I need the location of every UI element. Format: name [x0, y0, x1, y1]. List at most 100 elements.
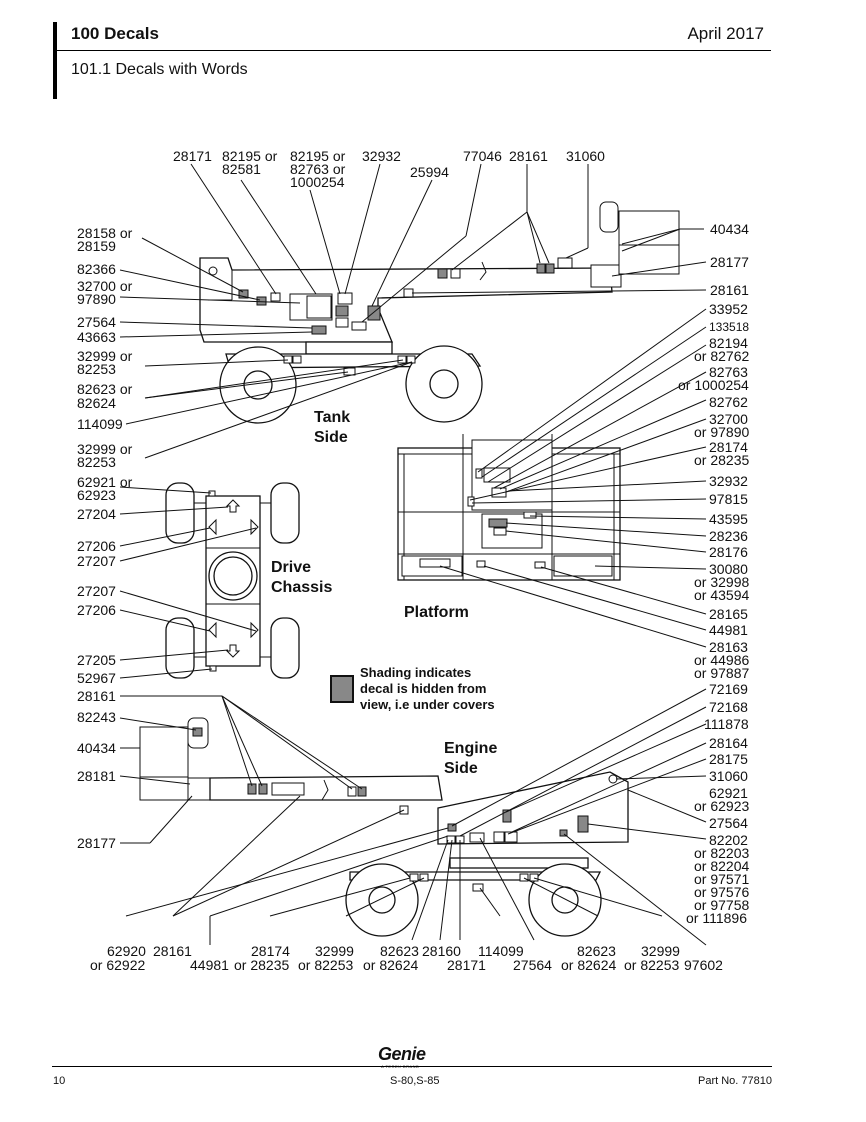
label: 32700: [709, 411, 748, 427]
label: or 82253: [624, 957, 679, 973]
label: 82623 or: [77, 381, 133, 397]
label: 44981: [190, 957, 229, 973]
label: or 82762: [694, 348, 749, 364]
label: 82624: [77, 395, 116, 411]
label: or 97758: [694, 897, 749, 913]
tank-side-title-2: Side: [314, 429, 348, 446]
drive-chassis-title-2: Chassis: [271, 579, 332, 596]
label: or 28235: [694, 452, 749, 468]
label: 82202: [709, 832, 748, 848]
label: 28161: [710, 282, 749, 298]
note-line-2: decal is hidden from: [360, 681, 486, 696]
label: or 82204: [694, 858, 749, 874]
label: 28161: [77, 688, 116, 704]
label: 62923: [77, 487, 116, 503]
label: 32700 or: [77, 278, 133, 294]
header-bar: [53, 22, 57, 99]
label: 28236: [709, 528, 748, 544]
label: 62921 or: [77, 474, 133, 490]
label: 28171: [173, 148, 212, 164]
label: 82194: [709, 335, 748, 351]
header-rule: [57, 50, 771, 51]
label: or 44986: [694, 652, 749, 668]
label: 30080: [709, 561, 748, 577]
label: 31060: [566, 148, 605, 164]
label: 28174: [709, 439, 748, 455]
label: 28174: [251, 943, 290, 959]
label: or 62923: [694, 798, 749, 814]
label: 28159: [77, 238, 116, 254]
label: 27204: [77, 506, 116, 522]
label: 28165: [709, 606, 748, 622]
label: 28171: [447, 957, 486, 973]
subsection-title: 101.1 Decals with Words: [71, 61, 248, 78]
platform-leaders: [439, 308, 707, 648]
engine-bottom-labels: 62920 or 62922 28161 44981 28174 or 2823…: [90, 943, 723, 973]
label: 43663: [77, 329, 116, 345]
label: 43595: [709, 511, 748, 527]
label: 31060: [709, 768, 748, 784]
label: 133518: [709, 320, 749, 334]
label: 1000254: [290, 174, 345, 190]
label: or 1000254: [678, 377, 749, 393]
tank-right-labels: 40434 28177 28161: [710, 221, 749, 298]
label: 32999 or: [77, 348, 133, 364]
label: 77046: [463, 148, 502, 164]
label: 27564: [77, 314, 116, 330]
label: 82762: [709, 394, 748, 410]
issue-date: April 2017: [687, 24, 764, 43]
label: 28161: [509, 148, 548, 164]
label: 28158 or: [77, 225, 133, 241]
label: 44981: [709, 622, 748, 638]
label: 32999 or: [77, 441, 133, 457]
label: 40434: [710, 221, 749, 237]
engine-left-labels: 28161 82243 40434 28181 28177: [77, 688, 116, 851]
label: 82763 or: [290, 161, 346, 177]
tank-leaders: [119, 163, 707, 459]
platform: [397, 434, 621, 581]
shading-swatch: [330, 675, 354, 703]
label: 82195 or: [222, 148, 278, 164]
label: 28175: [709, 751, 748, 767]
label: 82763: [709, 364, 748, 380]
section-title: 100 Decals: [71, 24, 159, 43]
label: or 32998: [694, 574, 749, 590]
label: 33952: [709, 301, 748, 317]
label: 27207: [77, 583, 116, 599]
label: 27206: [77, 538, 116, 554]
drive-chassis-title: Drive: [271, 559, 311, 576]
label: or 28235: [234, 957, 289, 973]
label: or 82203: [694, 845, 749, 861]
label: 82253: [77, 361, 116, 377]
label: 82253: [77, 454, 116, 470]
label: 28181: [77, 768, 116, 784]
label: 82243: [77, 709, 116, 725]
label: or 43594: [694, 587, 749, 603]
label: 27564: [709, 815, 748, 831]
tank-left-labels: 28158 or 28159 82366 32700 or 97890 2756…: [77, 225, 133, 470]
label: or 97571: [694, 871, 749, 887]
label: 28163: [709, 639, 748, 655]
chassis-labels: 62921 or 62923 27204 27206 27207 27207 2…: [77, 474, 133, 686]
label: 82581: [222, 161, 261, 177]
note-line-3: view, i.e under covers: [360, 697, 495, 712]
label: 27206: [77, 602, 116, 618]
chassis-leaders: [119, 486, 257, 679]
drive-chassis: [165, 482, 300, 679]
tank-top-labels: 28171 82195 or 82581 82195 or 82763 or 1…: [173, 148, 605, 190]
label: 111878: [704, 716, 749, 732]
label: 32999: [315, 943, 354, 959]
label: or 97887: [694, 665, 749, 681]
engine-side-title: Engine: [444, 740, 497, 757]
footer-rule: [52, 1066, 772, 1067]
label: 28161: [153, 943, 192, 959]
note-line-1: Shading indicates: [360, 665, 471, 680]
engine-right-labels: 72169 72168 111878 28164 28175 31060 629…: [686, 681, 749, 926]
label: 28177: [77, 835, 116, 851]
label: 52967: [77, 670, 116, 686]
label: 97815: [709, 491, 748, 507]
label: or 82624: [561, 957, 616, 973]
label: or 82253: [298, 957, 353, 973]
genie-logo: Genie: [378, 1044, 426, 1064]
